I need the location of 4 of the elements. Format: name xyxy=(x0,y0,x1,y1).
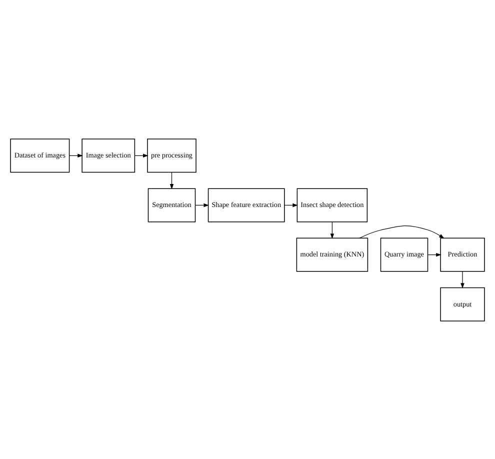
arrow xyxy=(170,172,174,189)
arrow xyxy=(330,221,334,238)
arrow xyxy=(460,270,464,288)
arrow xyxy=(359,224,444,238)
